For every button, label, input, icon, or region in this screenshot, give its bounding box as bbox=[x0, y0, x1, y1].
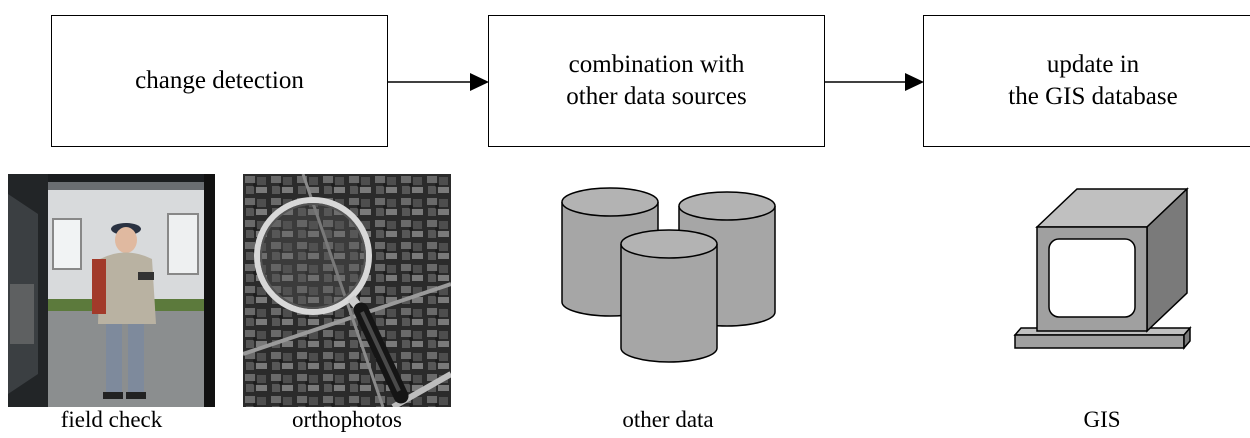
gis-update-box: update in the GIS database bbox=[923, 15, 1250, 147]
computer-monitor-icon bbox=[1013, 187, 1192, 351]
field-check-caption: field check bbox=[60, 407, 163, 432]
combination-box: combination with other data sources bbox=[488, 15, 825, 147]
gis-update-label-line2: the GIS database bbox=[1008, 83, 1178, 110]
combination-label-line2: other data sources bbox=[566, 83, 747, 110]
field-check-photo bbox=[8, 174, 215, 407]
gis-update-label-line1: update in bbox=[1046, 51, 1140, 78]
change-detection-box: change detection bbox=[51, 15, 388, 147]
gis-caption: GIS bbox=[1083, 407, 1121, 432]
database-cylinders-icon bbox=[561, 187, 776, 363]
change-detection-label: change detection bbox=[135, 67, 304, 94]
arrow-2 bbox=[825, 73, 924, 91]
other-data-caption: other data bbox=[622, 407, 714, 432]
arrow-1 bbox=[388, 73, 489, 91]
orthophotos-caption: orthophotos bbox=[292, 407, 402, 432]
orthophoto-magnifier-icon bbox=[243, 174, 451, 407]
combination-label-line1: combination with bbox=[568, 51, 745, 78]
